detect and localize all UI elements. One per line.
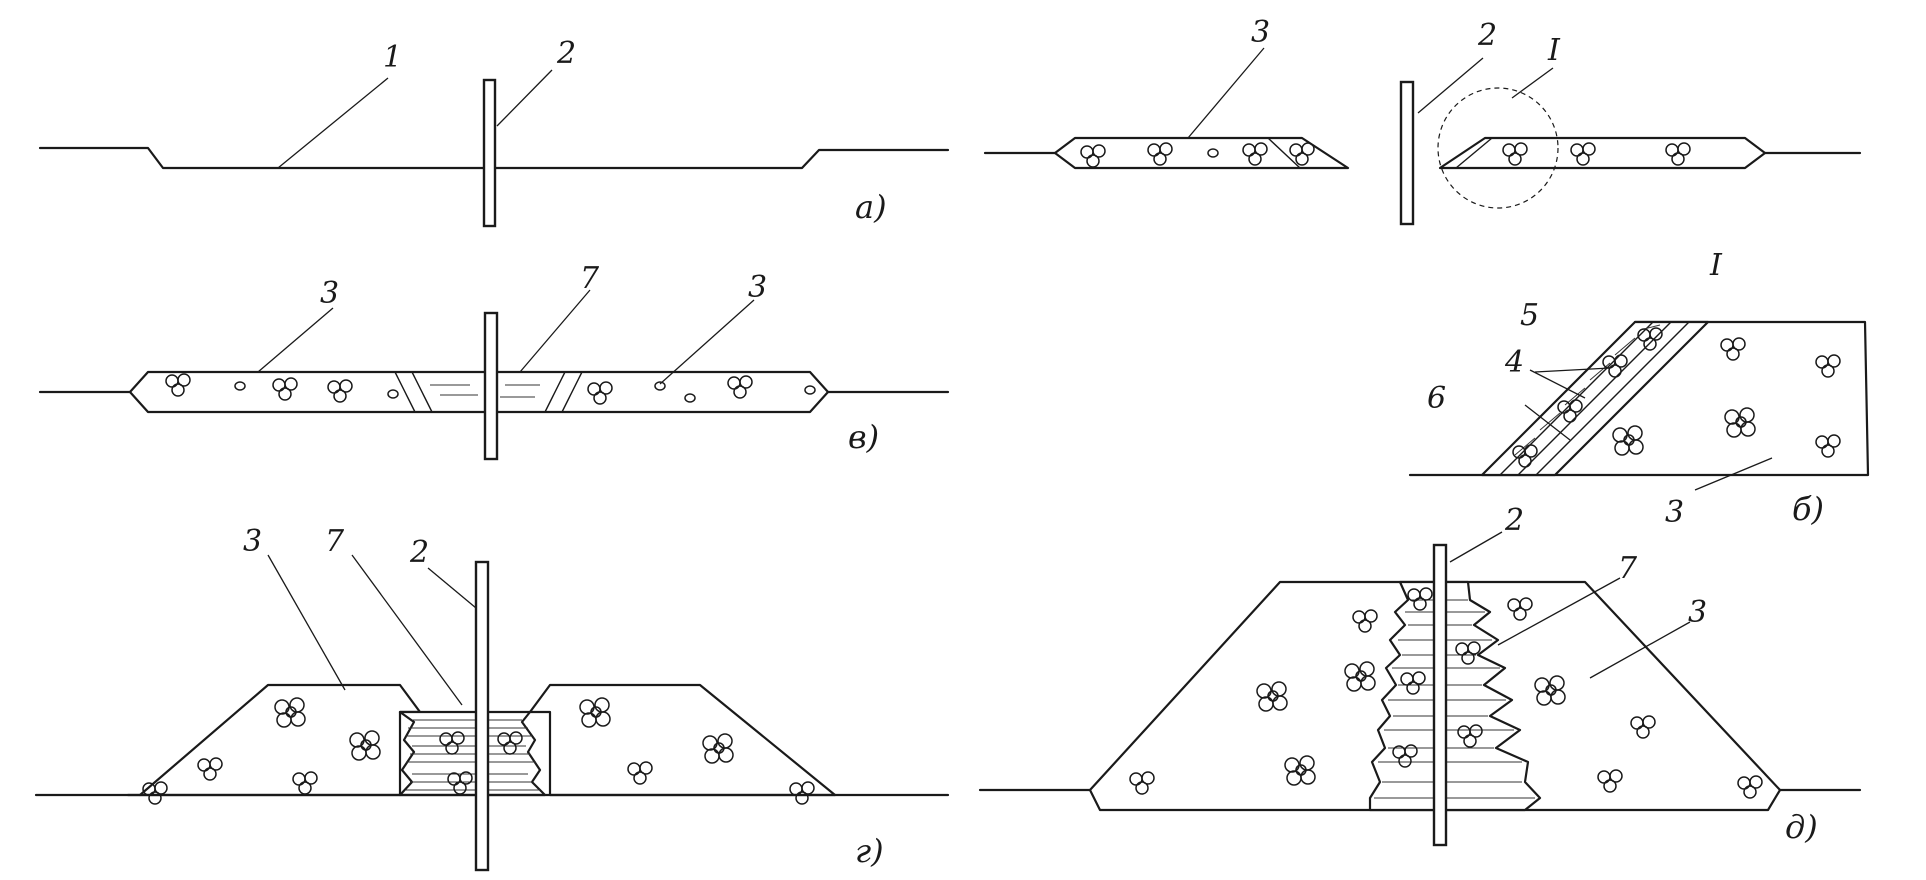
label-3-d: 3: [1688, 595, 1707, 630]
label-7: 7: [580, 261, 600, 296]
label-2-d: 2: [1504, 503, 1524, 538]
stone-cluster-icon: [1612, 425, 1644, 456]
stone-cluster-icon: [1720, 337, 1746, 361]
stone-cluster-icon: [1815, 434, 1841, 458]
label-3-g: 3: [243, 524, 262, 559]
panel-label-b: б): [1792, 490, 1824, 528]
panel-label-v: в): [848, 418, 879, 456]
label-3-right: 3: [748, 270, 767, 305]
panel-b: 3 2 I: [983, 15, 1862, 226]
panel-a: 1 2 а): [38, 36, 950, 228]
label-2-b: 2: [1477, 18, 1497, 53]
detail-title: I: [1709, 248, 1723, 283]
label-6: 6: [1427, 381, 1446, 416]
panel-label-a: а): [855, 188, 887, 226]
label-3-b: 3: [1251, 15, 1270, 50]
label-2: 2: [556, 36, 576, 71]
label-3-left: 3: [320, 276, 339, 311]
panel-g: 3 7 2 г): [34, 524, 950, 872]
label-detail-marker: I: [1547, 33, 1561, 68]
label-5: 5: [1520, 298, 1539, 333]
stone-cluster-icon: [1724, 407, 1756, 438]
stone-cluster-icon: [1815, 354, 1841, 378]
label-2-g: 2: [409, 535, 429, 570]
label-1: 1: [383, 40, 402, 75]
label-4: 4: [1504, 345, 1524, 380]
panel-d: 2 7 3 д): [978, 503, 1862, 847]
panel-label-g: г): [855, 832, 884, 870]
panel-label-d: д): [1785, 808, 1818, 846]
label-7-d: 7: [1618, 551, 1638, 586]
panel-v: 3 7 3 в): [38, 261, 950, 461]
detail-i: I 5 4 6 3 б): [1408, 248, 1870, 530]
label-3-detail: 3: [1665, 495, 1684, 530]
label-7-g: 7: [325, 524, 345, 559]
